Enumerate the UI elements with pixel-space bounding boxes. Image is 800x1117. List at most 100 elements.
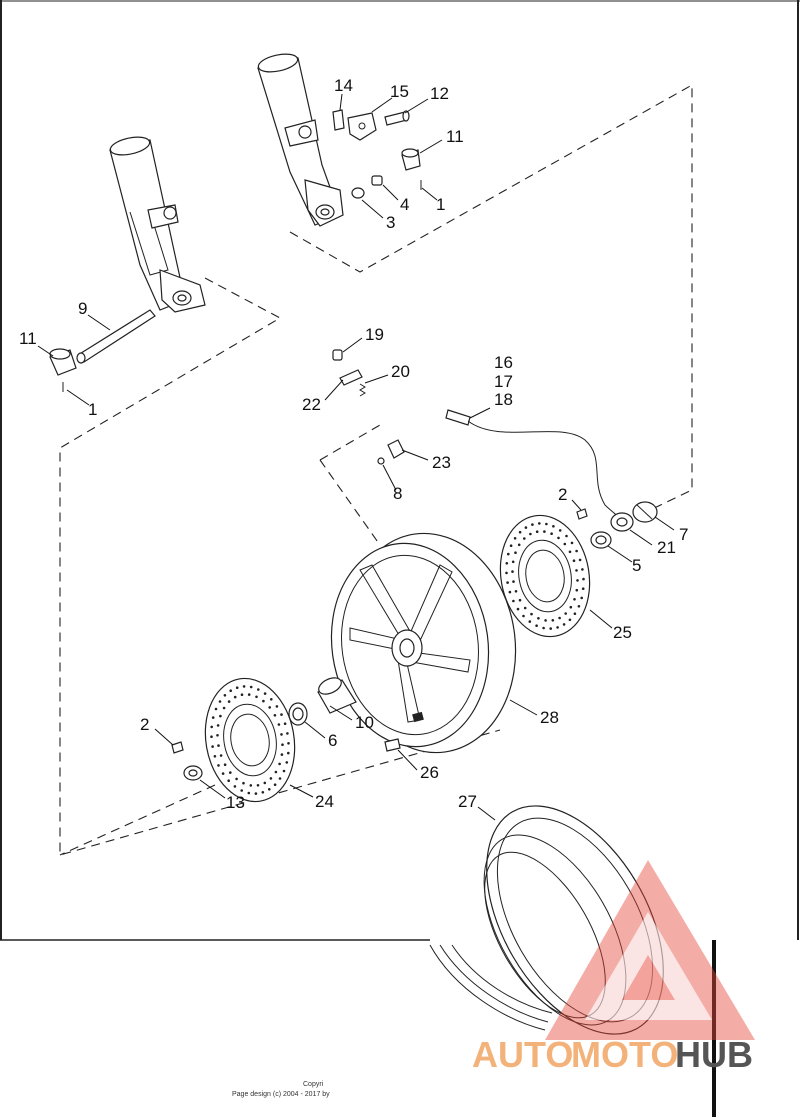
disc-hole (542, 626, 545, 630)
disc-hole (506, 581, 509, 584)
disc-hole (564, 612, 567, 615)
callout-20: 20 (391, 362, 410, 381)
callout-18: 18 (494, 390, 513, 409)
disc-hole (545, 522, 548, 526)
balance-weight (384, 738, 401, 752)
callout-6: 6 (328, 731, 337, 750)
disc-hole (575, 569, 578, 572)
disc-hole (211, 745, 214, 748)
disc-hole (505, 571, 508, 575)
disc-hole (535, 624, 538, 627)
disc-hole (240, 693, 244, 696)
disc-hole (211, 716, 215, 719)
disc-hole (256, 784, 260, 787)
disc-hole (517, 543, 521, 547)
disc-hole (572, 559, 576, 562)
callout-12: 12 (430, 84, 449, 103)
callout-4: 4 (400, 195, 409, 214)
disc-hole (582, 577, 585, 581)
disc-hole (216, 734, 219, 737)
disc-hole (544, 619, 547, 622)
left-fork-leg (109, 136, 206, 313)
disc-hole (283, 722, 287, 725)
disc-hole (229, 771, 232, 774)
disc-hole (273, 714, 277, 717)
disc-hole (573, 612, 577, 615)
disc-hole (254, 792, 258, 795)
disc-hole (214, 707, 218, 711)
disc-hole (514, 590, 518, 593)
hub-spacer (317, 677, 357, 714)
disc-hole (576, 579, 579, 582)
disc-hole (249, 784, 253, 787)
disc-hole (227, 779, 230, 782)
callout-2: 2 (558, 485, 567, 504)
disc-hole (563, 542, 567, 546)
disc-hole (565, 534, 568, 538)
disc-hole (280, 753, 284, 756)
disc-hole (530, 612, 533, 616)
disc-hole (263, 781, 267, 785)
disc-hole (285, 761, 289, 764)
watermark-word-moto: MOTO (571, 1034, 678, 1075)
callout-leader-lines (37, 93, 675, 821)
callout-5: 5 (632, 556, 641, 575)
axle-spacer-left (49, 348, 77, 392)
disc-hole (274, 770, 278, 774)
callout-1: 1 (436, 195, 445, 214)
right-bearing-and-bolt (576, 508, 612, 549)
disc-hole (249, 685, 253, 689)
upper-small-parts (332, 109, 422, 199)
callout-labels: 14 15 12 11 1 4 3 9 11 1 19 20 22 16 17 … (19, 76, 688, 812)
callout-14: 14 (334, 76, 353, 95)
disc-hole (219, 754, 223, 757)
callout-11-left: 11 (19, 329, 37, 348)
disc-hole (507, 552, 510, 556)
disc-hole (522, 614, 525, 618)
disc-hole (270, 698, 273, 701)
valve-stem-parts (332, 349, 405, 465)
disc-hole (514, 551, 517, 554)
speed-sensor-with-cable (445, 409, 658, 532)
disc-hole (518, 530, 522, 534)
disc-hole (223, 694, 227, 697)
disc-hole (210, 735, 213, 738)
disc-hole (523, 606, 527, 610)
disc-hole (223, 763, 227, 766)
disc-hole (233, 695, 237, 699)
disc-hole (516, 607, 520, 611)
disc-hole (233, 785, 237, 788)
disc-hole (213, 755, 217, 758)
footer-copyright: Copyri (303, 1081, 324, 1088)
disc-hole (524, 526, 528, 529)
disc-hole (227, 700, 231, 703)
disc-hole (529, 532, 532, 536)
disc-hole (569, 605, 573, 609)
callout-7: 7 (679, 525, 688, 544)
callout-26: 26 (420, 763, 439, 782)
disc-hole (505, 562, 509, 565)
right-brake-disc (499, 514, 591, 638)
disc-hole (538, 522, 541, 525)
disc-hole (281, 743, 284, 746)
disc-hole (513, 537, 517, 540)
callout-2-left: 2 (140, 715, 149, 734)
disc-hole (210, 725, 213, 729)
disc-hole (577, 605, 581, 608)
disc-hole (247, 693, 251, 696)
callout-19: 19 (365, 325, 384, 344)
disc-hole (531, 523, 534, 526)
disc-hole (287, 751, 290, 755)
disc-hole (543, 530, 546, 533)
callout-1-left: 1 (88, 400, 97, 419)
disc-hole (229, 689, 232, 692)
disc-hole (269, 777, 273, 780)
disc-hole (535, 530, 539, 533)
disc-hole (552, 525, 555, 528)
disc-hole (222, 706, 226, 710)
callout-9: 9 (78, 299, 87, 318)
disc-hole (537, 617, 540, 620)
disc-hole (235, 777, 238, 781)
